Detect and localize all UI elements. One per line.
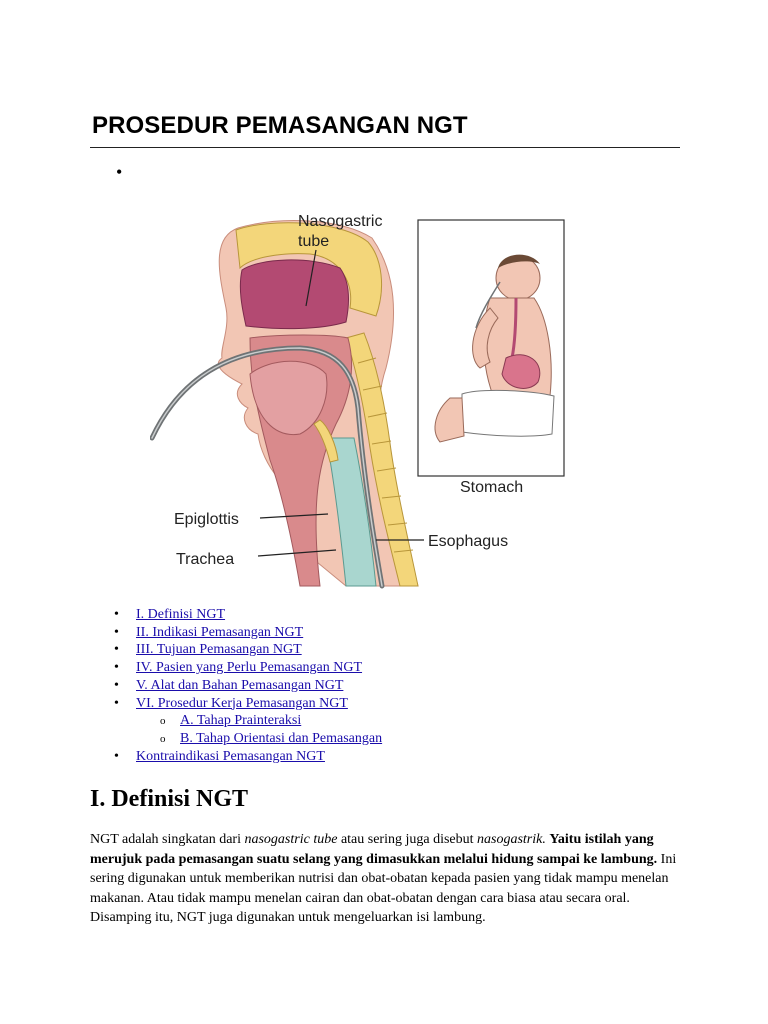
tongue: [249, 360, 328, 436]
table-of-contents: I. Definisi NGT II. Indikasi Pemasangan …: [114, 606, 382, 765]
toc-sublist: A. Tahap Prainteraksi B. Tahap Orientasi…: [136, 712, 382, 748]
toc-item: IV. Pasien yang Perlu Pemasangan NGT: [114, 659, 382, 677]
toc-link-kontraindikasi[interactable]: Kontraindikasi Pemasangan NGT: [136, 748, 325, 764]
para-italic-term: nasogastrik.: [477, 832, 546, 847]
toc-link-prainteraksi[interactable]: A. Tahap Prainteraksi: [180, 713, 302, 729]
trachea: [325, 437, 377, 587]
para-bold-definition: Yaitu istilah yang merujuk pada pemasang…: [90, 832, 658, 867]
para-text: Ini sering digunakan untuk memberikan nu…: [90, 851, 677, 926]
para-italic-term: nasogastric tube: [244, 832, 338, 847]
label-tube: tube: [298, 233, 329, 250]
label-stomach: Stomach: [460, 479, 523, 496]
skull-bone: [235, 222, 383, 317]
epiglottis: [313, 419, 339, 463]
toc-item: I. Definisi NGT: [114, 606, 382, 624]
definition-paragraph: NGT adalah singkatan dari nasogastric tu…: [90, 830, 680, 928]
patient-inset: [417, 219, 565, 477]
toc-item: II. Indikasi Pemasangan NGT: [114, 624, 382, 642]
label-esophagus: Esophagus: [428, 533, 508, 550]
label-epiglottis: Epiglottis: [174, 511, 239, 528]
para-text: NGT adalah singkatan dari: [90, 832, 245, 847]
spine: [345, 332, 419, 587]
label-nasogastric: Nasogastric: [298, 213, 382, 230]
nasal-cavity: [239, 259, 349, 330]
toc-item: III. Tujuan Pemasangan NGT: [114, 641, 382, 659]
para-text: atau sering juga disebut: [337, 832, 478, 847]
label-trachea: Trachea: [176, 551, 234, 568]
ngt-anatomy-illustration: Nasogastric tube Epiglottis Trachea Esop…: [150, 213, 565, 589]
toc-link-alat-bahan[interactable]: V. Alat dan Bahan Pemasangan NGT: [136, 677, 344, 693]
toc-link-indikasi[interactable]: II. Indikasi Pemasangan NGT: [136, 624, 304, 640]
head-cross-section: [150, 220, 419, 589]
toc-subitem: B. Tahap Orientasi dan Pemasangan: [158, 730, 382, 748]
page-title: PROSEDUR PEMASANGAN NGT: [92, 112, 468, 139]
section-heading-definisi: I. Definisi NGT: [90, 786, 249, 812]
empty-bullet: •: [116, 162, 123, 182]
toc-link-prosedur[interactable]: VI. Prosedur Kerja Pemasangan NGT: [136, 695, 348, 711]
toc-item: Kontraindikasi Pemasangan NGT: [114, 748, 382, 766]
toc-link-pasien[interactable]: IV. Pasien yang Perlu Pemasangan NGT: [136, 660, 363, 676]
toc-link-definisi[interactable]: I. Definisi NGT: [136, 607, 226, 622]
title-divider: [90, 147, 680, 148]
toc-link-orientasi[interactable]: B. Tahap Orientasi dan Pemasangan: [180, 730, 383, 746]
toc-item: VI. Prosedur Kerja Pemasangan NGT A. Tah…: [114, 695, 382, 749]
toc-link-tujuan[interactable]: III. Tujuan Pemasangan NGT: [136, 642, 302, 658]
toc-subitem: A. Tahap Prainteraksi: [158, 712, 382, 730]
toc-item: V. Alat dan Bahan Pemasangan NGT: [114, 677, 382, 695]
